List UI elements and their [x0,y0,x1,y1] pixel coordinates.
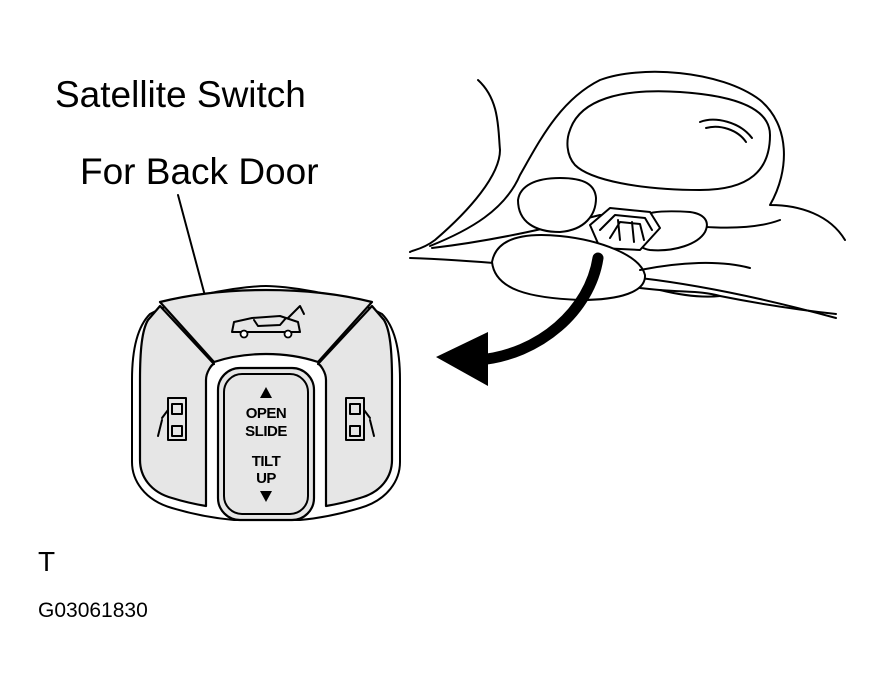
satellite-switch: OPEN SLIDE TILT UP [131,285,401,522]
left-door-button[interactable] [138,304,216,508]
center-button-line3: TILT [252,453,281,470]
triangle-down-icon [260,491,272,502]
center-button-line4: UP [256,470,276,487]
figure-code: G03061830 [38,599,148,622]
title-satellite-switch: Satellite Switch [55,74,306,115]
right-sliding-door-icon [345,397,375,441]
center-button-line2: SLIDE [245,423,287,440]
right-door-button[interactable] [316,304,394,508]
title-for-back-door: For Back Door [80,151,319,192]
figure-letter: T [38,546,56,577]
triangle-up-icon [260,387,272,398]
open-slide-tilt-up-button[interactable] [216,366,316,522]
left-sliding-door-icon [157,397,187,441]
overhead-console [409,70,846,319]
back-door-vehicle-icon [231,305,305,339]
center-button-line1: OPEN [246,405,287,422]
curved-arrow [436,252,604,386]
